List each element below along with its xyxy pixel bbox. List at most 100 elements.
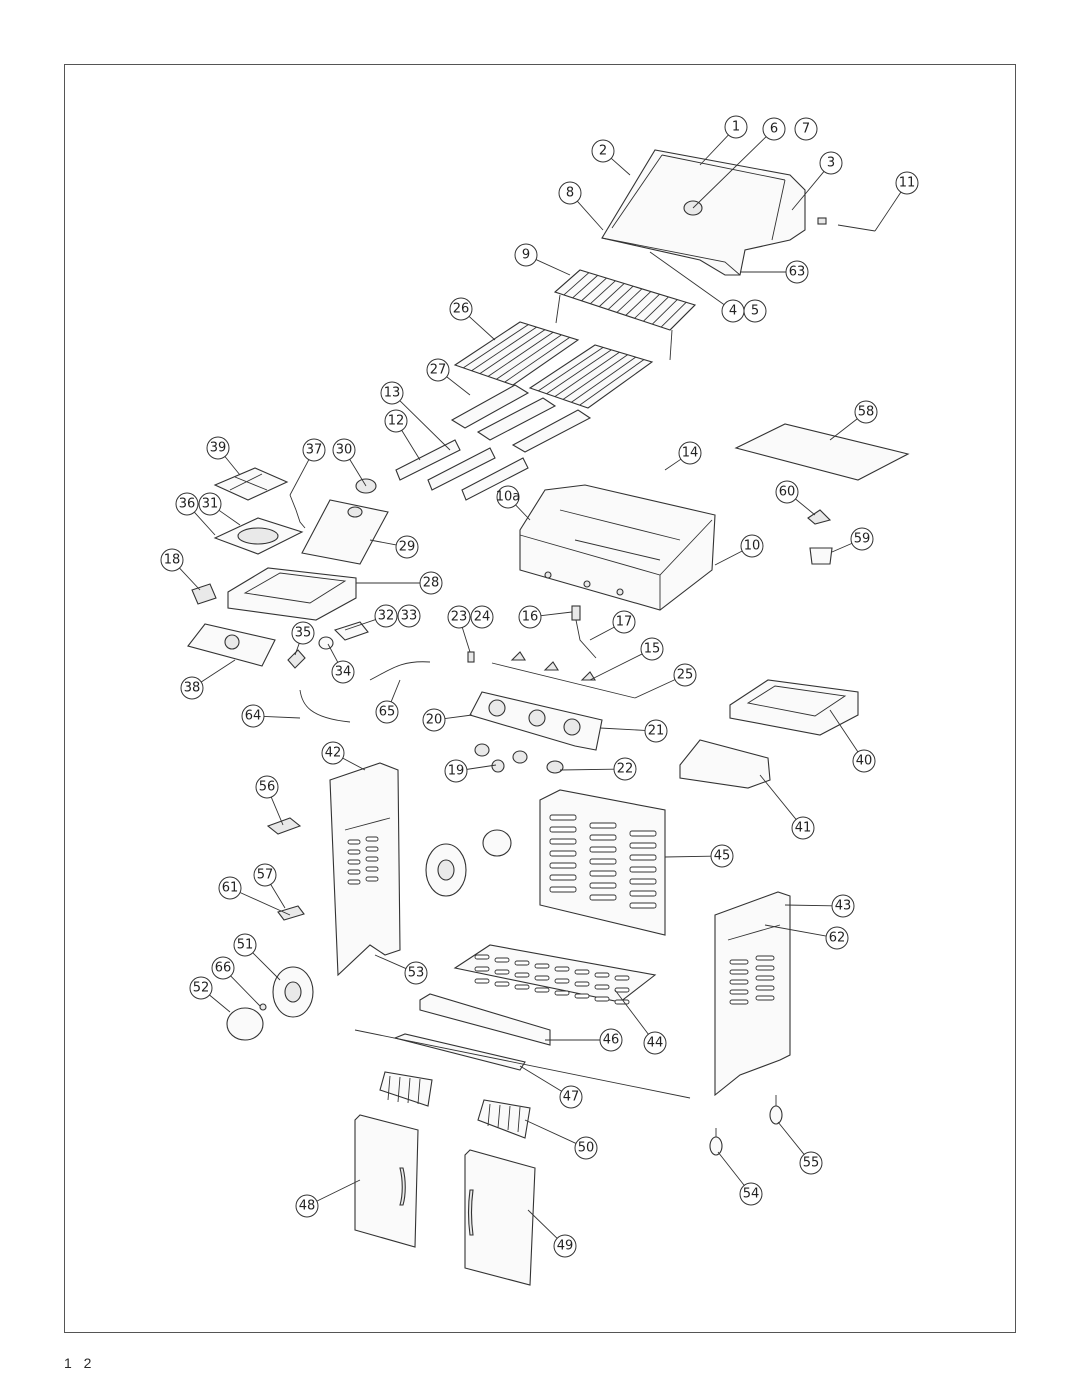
leader-line: [717, 1151, 745, 1186]
callout-label: 1: [732, 120, 740, 135]
warming-rack: [553, 269, 697, 361]
door-magnet: [277, 905, 305, 921]
callout-label: 61: [222, 881, 239, 896]
callout-29: 29: [395, 535, 419, 559]
callout-label: 40: [856, 754, 873, 769]
callout-17: 17: [612, 610, 636, 634]
callout-label: 6: [770, 122, 778, 137]
leader-line: [200, 659, 236, 683]
callout-28: 28: [419, 571, 443, 595]
callout-label: 58: [858, 405, 875, 420]
callout-label: 4: [729, 304, 737, 319]
callout-54: 54: [739, 1182, 763, 1206]
leader-line: [194, 511, 216, 536]
igniter-wire: [289, 494, 306, 529]
back-panel: [539, 789, 666, 936]
side-burner-grate: [213, 467, 289, 501]
callout-59: 59: [850, 527, 874, 551]
callout-14: 14: [678, 441, 702, 465]
callout-35: 35: [291, 621, 315, 645]
leader-line: [401, 430, 421, 461]
leader-line: [777, 1121, 805, 1155]
callout-64: 64: [241, 704, 265, 728]
leader-line: [294, 643, 300, 656]
leader-line: [468, 316, 496, 341]
leader-line: [369, 539, 397, 546]
caster-rear: [769, 1095, 783, 1125]
leader-line: [759, 774, 797, 820]
leader-line: [664, 855, 712, 858]
callout-5: 5: [743, 299, 767, 323]
wheel-center: [425, 843, 467, 897]
callout-56: 56: [255, 775, 279, 799]
callout-31: 31: [198, 492, 222, 516]
leader-line: [649, 251, 725, 305]
lid-assembly: [601, 149, 876, 276]
callout-label: 8: [566, 186, 574, 201]
leader-line: [874, 191, 902, 232]
callout-57: 57: [253, 863, 277, 887]
leader-line: [252, 952, 281, 981]
callout-44: 44: [643, 1031, 667, 1055]
callout-label: 54: [743, 1187, 760, 1202]
callout-30: 30: [332, 438, 356, 462]
side-burner-lid: [301, 499, 389, 565]
leader-line: [230, 975, 261, 1007]
callout-7: 7: [794, 117, 818, 141]
callout-label: 64: [245, 709, 262, 724]
callout-label: 38: [184, 681, 201, 696]
leader-line: [327, 643, 339, 663]
callout-label: 48: [299, 1199, 316, 1214]
tray-bracket: [807, 509, 832, 525]
callout-label: 15: [644, 642, 661, 657]
callout-label: 39: [210, 441, 227, 456]
callout-58: 58: [854, 400, 878, 424]
callout-label: 33: [401, 609, 418, 624]
callout-label: 42: [325, 746, 342, 761]
callout-61: 61: [218, 876, 242, 900]
callout-label: 49: [557, 1239, 574, 1254]
leader-line: [461, 627, 471, 653]
callout-9: 9: [514, 243, 538, 267]
callout-18: 18: [160, 548, 184, 572]
leader-line: [390, 679, 401, 702]
right-door: [464, 1149, 536, 1286]
callout-2: 2: [591, 139, 615, 163]
leader-line: [599, 727, 646, 731]
callout-37: 37: [302, 438, 326, 462]
callout-label: 25: [677, 668, 694, 683]
leader-line: [829, 709, 859, 753]
callout-label: 47: [563, 1090, 580, 1105]
leader-line: [784, 904, 833, 907]
callout-label: 44: [647, 1036, 664, 1051]
callout-62: 62: [825, 926, 849, 950]
callout-label: 27: [430, 363, 447, 378]
bottom-shelf: [453, 944, 657, 1005]
control-knobs: [474, 743, 564, 774]
front-rail: [419, 993, 551, 1046]
callout-63: 63: [785, 260, 809, 284]
callout-label: 18: [164, 553, 181, 568]
callout-15: 15: [640, 637, 664, 661]
callout-27: 27: [426, 358, 450, 382]
leader-line: [764, 924, 827, 937]
callout-20: 20: [422, 708, 446, 732]
side-burner-bowl: [213, 517, 304, 555]
burner-tubes: [395, 439, 529, 501]
gas-hose: [369, 661, 431, 681]
callout-label: 31: [202, 497, 219, 512]
hinge-bracket: [266, 817, 302, 835]
leader-line: [714, 550, 743, 566]
callout-label: 62: [829, 931, 846, 946]
leader-line: [692, 136, 767, 209]
callout-label: 9: [522, 248, 530, 263]
leader-line: [179, 567, 201, 591]
callout-label: 13: [384, 386, 401, 401]
knob-icon: [488, 699, 506, 717]
callout-label: 11: [899, 176, 916, 191]
callout-label: 51: [237, 938, 254, 953]
callout-39: 39: [206, 436, 230, 460]
callout-53: 53: [404, 961, 428, 985]
